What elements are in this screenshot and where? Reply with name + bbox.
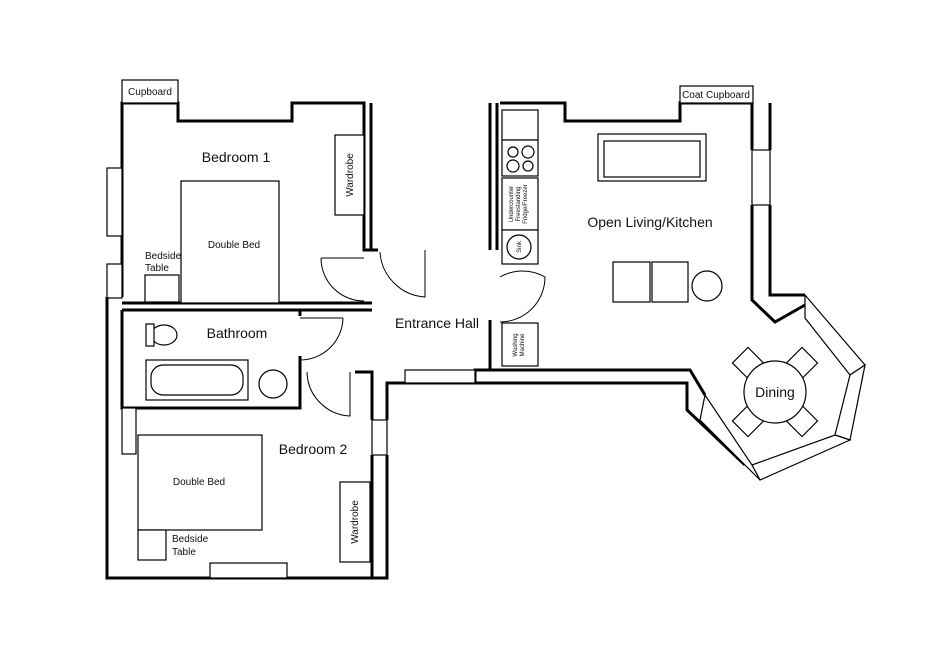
- room-label-bathroom: Bathroom: [207, 325, 268, 341]
- bay-window: [751, 434, 852, 481]
- door: [379, 250, 426, 298]
- wardrobe: [334, 134, 365, 216]
- sofa-seat: [603, 140, 701, 178]
- double-bed: [180, 180, 280, 304]
- room-label-dining: Dining: [755, 384, 795, 400]
- toilet-cistern: [145, 323, 155, 347]
- cupboard: [121, 79, 179, 104]
- window: [121, 407, 137, 455]
- fridge-freezer: [501, 177, 539, 231]
- window: [371, 419, 388, 456]
- door: [299, 317, 344, 361]
- side-table: [691, 270, 723, 302]
- coat-cupboard-label: Coat Cupboard: [682, 90, 750, 101]
- room-label-bedroom2: Bedroom 2: [279, 441, 348, 457]
- room-label-bedroom1: Bedroom 1: [202, 149, 271, 165]
- room-label-living-kitchen: Open Living/Kitchen: [587, 214, 712, 230]
- window: [404, 369, 476, 384]
- armchair: [612, 261, 651, 303]
- wardrobe-label: Wardrobe: [345, 153, 356, 197]
- washing-machine-label: Machine: [520, 333, 526, 356]
- hob-ring: [522, 160, 534, 172]
- door: [499, 270, 546, 323]
- hob-ring: [506, 159, 520, 173]
- window: [106, 263, 123, 299]
- door: [306, 371, 351, 417]
- hob: [501, 139, 539, 177]
- kitchen-walls: [404, 101, 866, 481]
- bedside-table-label: Bedside: [172, 534, 209, 545]
- door: [320, 257, 365, 302]
- bedside-table-label: Table: [145, 263, 169, 274]
- hob-ring: [507, 146, 519, 158]
- armchair: [651, 261, 689, 303]
- bedroom2-walls: [105, 297, 475, 580]
- bathroom-walls: [120, 310, 302, 410]
- bay-window: [699, 393, 761, 481]
- wardrobe-label: Wardrobe: [350, 500, 361, 544]
- coat-cupboard: [679, 85, 754, 104]
- basin: [258, 369, 288, 399]
- double-bed-label: Double Bed: [208, 240, 260, 251]
- fridge-label: Fridge/Freezer: [523, 184, 529, 223]
- bedside-table: [137, 529, 167, 561]
- bath-tub: [150, 364, 244, 396]
- washing-machine-label: Washing: [513, 333, 519, 356]
- sink: [506, 234, 532, 260]
- double-bed-label: Double Bed: [173, 477, 225, 488]
- fridge-label: Freestanding: [516, 186, 522, 221]
- kitchen-unit: [501, 109, 539, 141]
- window: [209, 562, 288, 579]
- dining-table: [743, 360, 807, 424]
- cupboard-label: Cupboard: [128, 87, 172, 98]
- bedside-table-label: Bedside: [145, 251, 182, 262]
- fridge-label: Undercounter: [509, 186, 515, 222]
- toilet: [150, 324, 178, 346]
- hob-ring: [521, 145, 535, 159]
- washing-machine: [501, 322, 539, 367]
- wardrobe: [339, 481, 371, 563]
- dining-set: [731, 346, 819, 438]
- bedside-table: [144, 274, 180, 303]
- sink-label: Sink: [517, 240, 523, 253]
- bay-window: [834, 363, 866, 441]
- window: [106, 167, 123, 237]
- double-bed: [137, 434, 263, 531]
- window: [751, 149, 771, 206]
- room-label-entrance-hall: Entrance Hall: [395, 315, 479, 331]
- bedside-table-label: Table: [172, 547, 196, 558]
